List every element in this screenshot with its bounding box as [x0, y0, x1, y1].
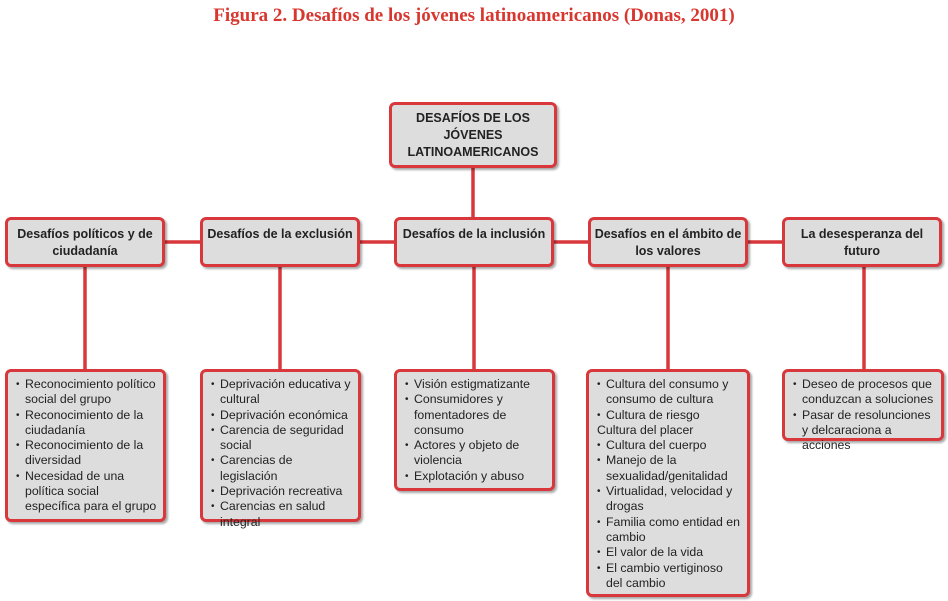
figure-title: Figura 2. Desafíos de los jóvenes latino… — [213, 5, 735, 26]
list-item: Deprivación educativa y cultural — [211, 377, 352, 408]
list-item: Reconocimiento político social del grupo — [16, 377, 157, 408]
list-item: Deprivación económica — [211, 408, 352, 424]
list-item: Reconocimiento de la ciudadanía — [16, 408, 157, 439]
list-item: Explotación y abuso — [405, 469, 546, 485]
list-item: Deprivación recreativa — [211, 484, 352, 500]
list-item: Virtualidad, velocidad y drogas — [597, 484, 741, 515]
category-desesperanza: La desesperanza del futuro — [782, 217, 942, 267]
list-item: Familia como entidad en cambio — [597, 515, 741, 546]
items-inclusion: Visión estigmatizante Consumidores y fom… — [394, 369, 555, 491]
items-exclusion: Deprivación educativa y cultural Depriva… — [200, 369, 361, 529]
list-item: Manejo de la sexualidad/genitalidad — [597, 453, 741, 484]
list-item: El valor de la vida — [597, 545, 741, 561]
items-politicos: Reconocimiento político social del grupo… — [5, 369, 166, 522]
list-item: Consumidores y fomentadores de consumo — [405, 392, 546, 438]
root-node: DESAFÍOS DE LOS JÓVENES LATINOAMERICANOS — [389, 102, 557, 168]
items-desesperanza: Deseo de procesos que conduzcan a soluci… — [782, 369, 944, 452]
category-label: Desafíos de la exclusión — [207, 227, 353, 241]
category-inclusion: Desafíos de la inclusión — [394, 217, 554, 267]
list-item: Cultura del consumo y consumo de cultura — [597, 377, 741, 408]
list-item: Necesidad de una política social específ… — [16, 469, 157, 515]
list-item: El cambio vertiginoso del cambio — [597, 561, 741, 592]
category-label: Desafíos políticos y de ciudadanía — [17, 227, 153, 258]
list-item: Cultura del placer — [597, 422, 694, 437]
root-label: DESAFÍOS DE LOS JÓVENES LATINOAMERICANOS — [407, 110, 539, 159]
list-item: Carencias en salud integral — [211, 499, 352, 530]
category-label: Desafíos en el ámbito de los valores — [594, 227, 742, 258]
list-item: Visión estigmatizante — [405, 377, 546, 393]
category-politicos: Desafíos políticos y de ciudadanía — [5, 217, 165, 267]
category-exclusion: Desafíos de la exclusión — [200, 217, 360, 267]
list-item: Actores y objeto de violencia — [405, 438, 546, 469]
list-item: Reconocimiento de la diversidad — [16, 438, 157, 469]
list-item: Cultura de riesgo — [597, 408, 741, 424]
list-item: Cultura del cuerpo — [597, 438, 741, 454]
list-item: Deseo de procesos que conduzcan a soluci… — [793, 377, 935, 408]
list-item: Pasar de resolunciones y delcaraciona a … — [793, 408, 935, 454]
list-item: Carencia de seguridad social — [211, 423, 352, 454]
category-label: Desafíos de la inclusión — [402, 227, 546, 241]
items-valores: Cultura del consumo y consumo de cultura… — [586, 369, 750, 597]
list-item: Carencias de legislación — [211, 453, 352, 484]
category-valores: Desafíos en el ámbito de los valores — [588, 217, 748, 267]
category-label: La desesperanza del futuro — [800, 227, 924, 258]
